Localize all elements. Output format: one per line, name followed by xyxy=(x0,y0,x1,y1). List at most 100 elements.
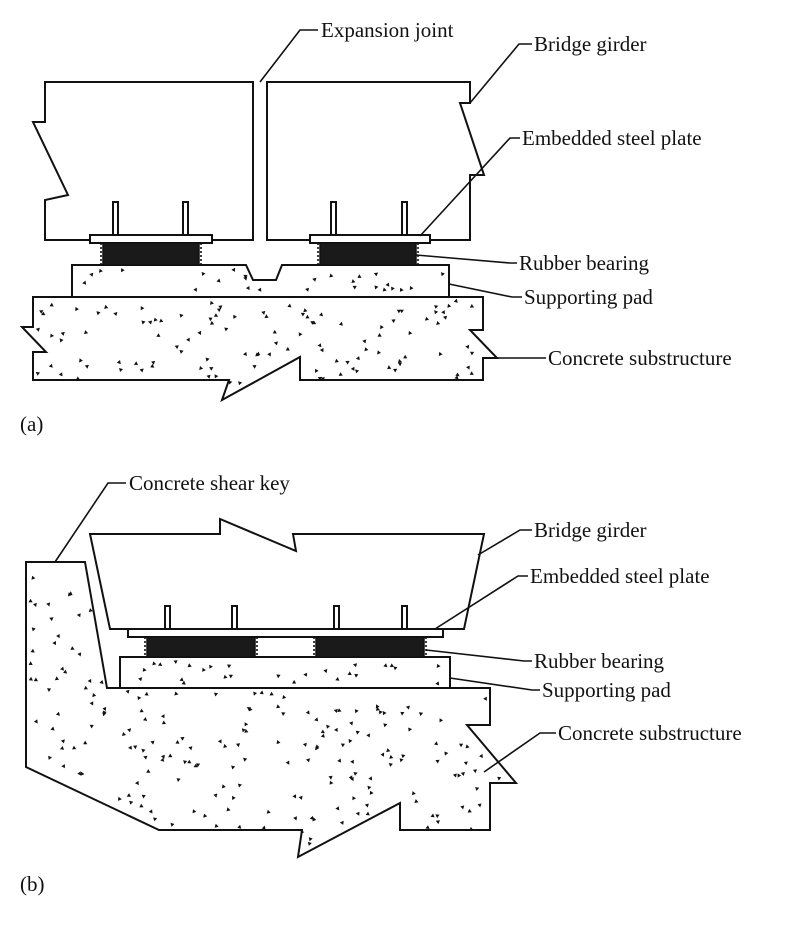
concrete-stipple xyxy=(434,310,439,315)
leader-expansion-joint-a xyxy=(259,29,318,83)
concrete-texture-substructure-a xyxy=(35,298,475,386)
concrete-stipple xyxy=(196,763,201,768)
concrete-stipple xyxy=(401,754,406,759)
concrete-stipple xyxy=(377,333,382,337)
concrete-stipple xyxy=(76,613,81,618)
concrete-stipple xyxy=(50,333,54,338)
concrete-stipple xyxy=(152,661,157,666)
concrete-stipple xyxy=(408,727,412,732)
concrete-stipple xyxy=(118,796,122,801)
concrete-stipple xyxy=(380,325,384,330)
concrete-stipple xyxy=(473,769,478,774)
concrete-stipple xyxy=(385,282,390,287)
concrete-stipple xyxy=(303,672,308,677)
concrete-stipple xyxy=(75,306,79,312)
concrete-stipple xyxy=(350,776,354,782)
concrete-stipple xyxy=(335,806,340,811)
leader-embedded-steel-plate-b xyxy=(434,575,528,630)
concrete-stipple xyxy=(477,803,482,808)
concrete-stipple xyxy=(121,268,125,273)
concrete-stipple xyxy=(389,754,394,759)
concrete-stipple xyxy=(383,663,388,668)
concrete-stipple xyxy=(355,811,360,816)
supporting-pad-b xyxy=(119,656,451,689)
concrete-stipple xyxy=(320,733,325,738)
concrete-stipple xyxy=(170,822,175,827)
leader-supporting-pad-a xyxy=(448,283,522,298)
concrete-stipple xyxy=(282,695,287,700)
concrete-stipple xyxy=(349,721,353,726)
concrete-stipple xyxy=(99,680,104,684)
concrete-stipple xyxy=(273,341,278,346)
concrete-stipple xyxy=(388,763,393,767)
concrete-stipple xyxy=(347,671,352,675)
concrete-stipple xyxy=(463,761,468,766)
concrete-stipple xyxy=(236,743,241,748)
concrete-stipple xyxy=(276,674,281,679)
concrete-stipple xyxy=(460,772,465,776)
concrete-stipple xyxy=(48,363,53,368)
concrete-stipple xyxy=(231,765,236,770)
concrete-stipple xyxy=(237,783,242,788)
concrete-stipple xyxy=(223,674,228,679)
concrete-stipple xyxy=(352,796,356,801)
concrete-stipple xyxy=(298,332,303,337)
concrete-stipple xyxy=(49,617,54,622)
concrete-stipple xyxy=(368,776,373,781)
concrete-stipple xyxy=(82,280,87,285)
concrete-stipple xyxy=(320,729,325,734)
concrete-stipple xyxy=(208,317,213,322)
concrete-stipple xyxy=(397,359,402,363)
concrete-stipple xyxy=(435,681,440,686)
concrete-stipple xyxy=(460,805,465,810)
concrete-stipple xyxy=(414,799,419,803)
concrete-stipple xyxy=(399,287,404,292)
concrete-stipple xyxy=(276,704,281,709)
concrete-stipple xyxy=(408,330,413,335)
label-rubber-bearing-b: Rubber bearing xyxy=(534,649,665,673)
concrete-stipple xyxy=(403,354,408,359)
concrete-stipple xyxy=(355,369,360,374)
concrete-stipple xyxy=(389,663,394,668)
concrete-stipple xyxy=(133,745,138,750)
concrete-stipple xyxy=(354,709,359,714)
concrete-stipple xyxy=(180,737,185,741)
panel-b: Concrete shear key Bridge girder Embedde… xyxy=(20,471,742,896)
concrete-stipple xyxy=(369,790,374,795)
concrete-stipple xyxy=(469,304,474,308)
concrete-stipple xyxy=(244,722,249,727)
concrete-stipple xyxy=(60,739,65,744)
concrete-stipple xyxy=(320,377,325,381)
concrete-stipple xyxy=(292,679,297,684)
rubber-bearing-left-b xyxy=(144,636,258,658)
concrete-stipple xyxy=(252,365,257,369)
concrete-stipple xyxy=(470,351,475,356)
concrete-stipple xyxy=(84,364,89,369)
concrete-stipple xyxy=(329,273,334,278)
concrete-stipple xyxy=(333,709,338,713)
concrete-stipple xyxy=(312,817,317,822)
concrete-stipple xyxy=(338,321,343,326)
concrete-stipple xyxy=(479,753,483,759)
concrete-stipple xyxy=(150,363,155,368)
concrete-stipple xyxy=(244,729,249,733)
concrete-stipple xyxy=(261,825,266,830)
concrete-stipple xyxy=(179,313,184,318)
concrete-stipple xyxy=(380,752,385,757)
concrete-stipple xyxy=(298,795,303,800)
concrete-stipple xyxy=(441,310,445,315)
concrete-stipple xyxy=(174,345,179,350)
concrete-stipple xyxy=(61,764,65,769)
concrete-stipple xyxy=(469,826,474,831)
concrete-stipple xyxy=(317,376,322,381)
rubber-bearing-left-a xyxy=(100,242,202,266)
concrete-stipple xyxy=(173,660,178,664)
concrete-stipple xyxy=(89,701,94,706)
concrete-stipple xyxy=(125,689,130,694)
concrete-stipple xyxy=(378,710,383,715)
concrete-stipple xyxy=(31,627,36,632)
concrete-stipple xyxy=(326,724,331,729)
concrete-stipple xyxy=(245,286,250,291)
concrete-stipple xyxy=(329,780,334,785)
concrete-stipple xyxy=(243,274,248,279)
